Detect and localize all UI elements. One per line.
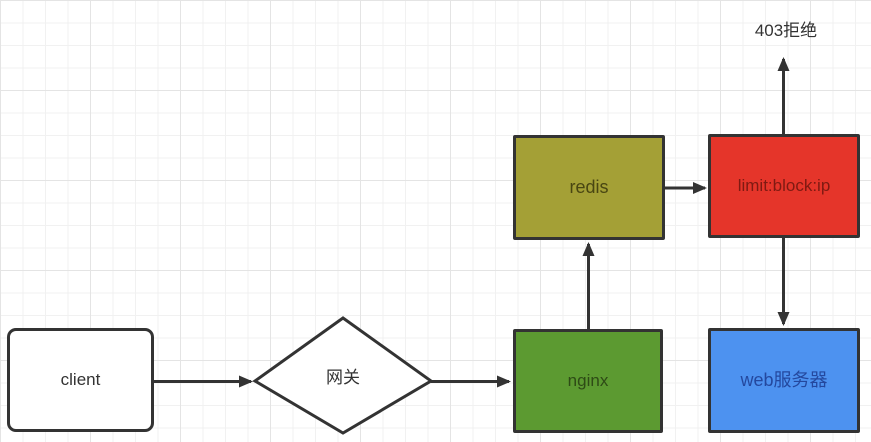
node-nginx[interactable]: nginx — [513, 329, 663, 433]
node-limit-block-ip[interactable]: limit:block:ip — [708, 134, 860, 238]
label-403-reject: 403拒绝 — [754, 21, 818, 40]
node-client-label: client — [60, 369, 101, 389]
node-web-server-label: web服务器 — [740, 369, 828, 390]
node-redis-label: redis — [569, 176, 609, 197]
node-redis[interactable]: redis — [513, 135, 665, 240]
node-web-server[interactable]: web服务器 — [708, 328, 860, 433]
node-limit-block-ip-label: limit:block:ip — [737, 175, 831, 195]
node-client[interactable]: client — [7, 328, 154, 432]
node-gateway-diamond[interactable] — [252, 316, 434, 435]
node-nginx-label: nginx — [567, 370, 609, 390]
